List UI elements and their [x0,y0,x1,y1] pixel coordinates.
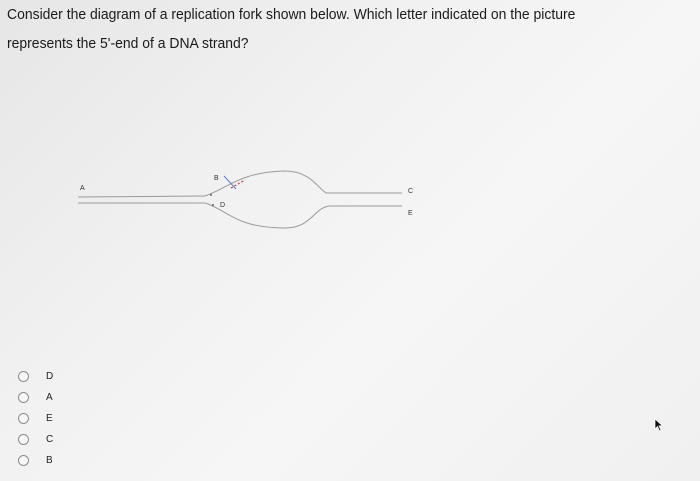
option-a[interactable]: A [18,387,53,408]
radio-button-icon[interactable] [18,455,29,466]
label-B: B [214,175,219,182]
option-label: A [46,392,53,403]
mouse-pointer-icon [654,418,664,432]
option-c[interactable]: C [18,429,53,450]
label-A: A [80,185,85,192]
parental-strand-top [77,195,206,198]
option-label: C [46,434,54,445]
question-line-1: Consider the diagram of a replication fo… [7,6,576,23]
answer-options: D A E C B [18,366,53,471]
radio-button-icon[interactable] [18,371,29,382]
radio-button-icon[interactable] [18,434,29,445]
primer-dot [210,194,212,196]
radio-button-icon[interactable] [18,392,29,403]
primer-dot [212,204,214,206]
option-d[interactable]: D [18,366,53,387]
bubble-strand-bottom [204,202,402,229]
question-line-2: represents the 5'-end of a DNA strand? [7,35,249,52]
option-label: E [46,413,53,424]
radio-button-icon[interactable] [18,413,29,424]
label-C: C [408,188,413,195]
replication-fork-diagram: A B D C E [77,170,413,229]
option-e[interactable]: E [18,408,53,429]
option-b[interactable]: B [18,450,53,471]
bubble-strand-top [204,170,402,197]
question-text: Consider the diagram of a replication fo… [7,0,639,58]
option-label: D [46,371,54,382]
option-label: B [46,455,53,466]
label-E: E [408,210,413,217]
primer-dashes [230,179,246,189]
label-D: D [220,202,225,209]
new-strand-segment [223,175,237,190]
